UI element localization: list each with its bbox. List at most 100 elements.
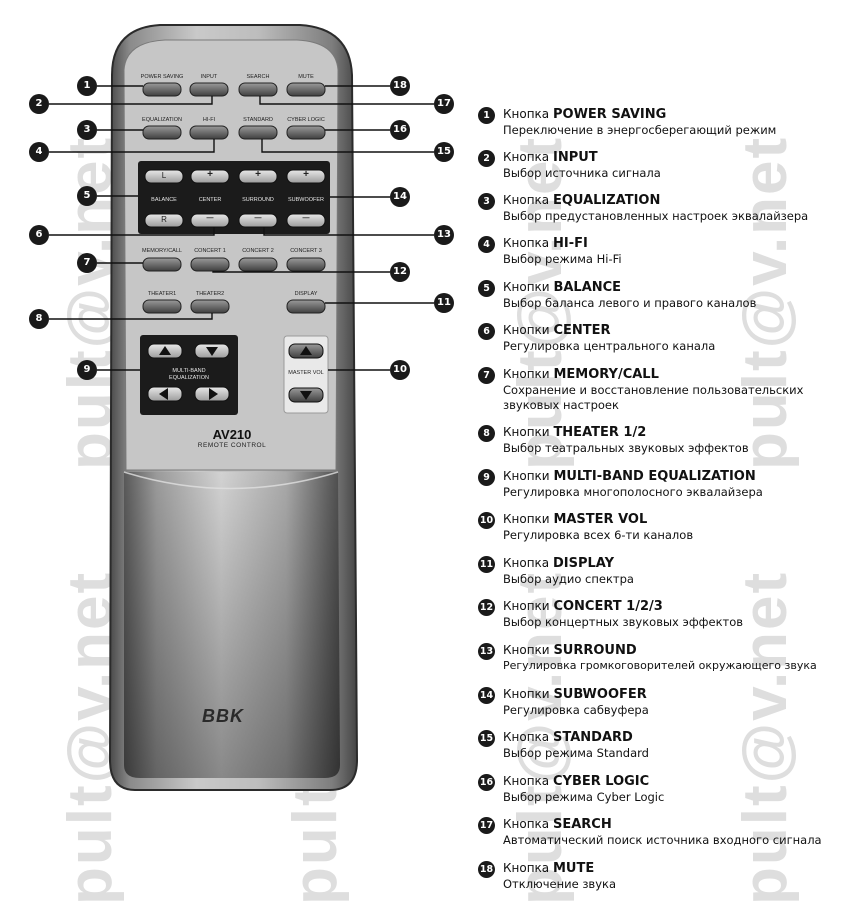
legend-key: MASTER VOL xyxy=(553,512,648,527)
legend-title: Кнопка MUTE xyxy=(503,860,594,877)
callout-1: 1 xyxy=(77,76,97,96)
callout-11: 11 xyxy=(434,293,454,313)
legend-item: 14 Кнопки SUBWOOFER Регулировка сабвуфер… xyxy=(478,686,858,728)
legend-key: CYBER LOGIC xyxy=(552,774,650,789)
callout-3: 3 xyxy=(77,120,97,140)
legend-prefix: Кнопки xyxy=(503,367,550,381)
legend-item: 11 Кнопка DISPLAY Выбор аудио спектра xyxy=(478,555,858,597)
label-minus: — xyxy=(302,215,310,222)
legend-desc: Отключение звука xyxy=(503,877,617,891)
arrow-right-icon xyxy=(209,388,218,400)
legend-key: HI-FI xyxy=(552,236,588,251)
legend-desc: Автоматический поиск источника входного … xyxy=(503,833,822,847)
label-balance: BALANCE xyxy=(151,197,177,203)
legend-key: SEARCH xyxy=(552,817,612,832)
legend-item: 16 Кнопка CYBER LOGIC Выбор режима Cyber… xyxy=(478,773,858,815)
label-btn-r: R xyxy=(161,215,167,224)
concert2-button xyxy=(238,257,278,272)
legend-prefix: Кнопка xyxy=(503,193,550,207)
callout-13: 13 xyxy=(434,225,454,245)
legend-title: Кнопка HI-FI xyxy=(503,235,588,252)
label-concert1: CONCERT 1 xyxy=(194,248,226,254)
label-equalization: EQUALIZATION xyxy=(142,117,182,123)
callout-17: 17 xyxy=(434,94,454,114)
legend-number: 3 xyxy=(478,193,495,210)
subwoofer-plus-button xyxy=(286,169,326,184)
legend-item: 7 Кнопки MEMORY/CALL Сохранение и восста… xyxy=(478,366,858,424)
concert1-button xyxy=(190,257,230,272)
legend-key: INPUT xyxy=(552,150,598,165)
legend-item: 9 Кнопки MULTI-BAND EQUALIZATION Регулир… xyxy=(478,468,858,510)
label-btn-l: L xyxy=(161,171,167,180)
legend-number: 10 xyxy=(478,512,495,529)
legend-number: 13 xyxy=(478,643,495,660)
legend-prefix: Кнопки xyxy=(503,425,550,439)
legend-desc: Переключение в энергосберегающий режим xyxy=(503,123,777,137)
legend-title: Кнопка EQUALIZATION xyxy=(503,192,660,209)
arrow-left-icon xyxy=(159,388,168,400)
callout-5: 5 xyxy=(77,186,97,206)
remote-model: AV210 xyxy=(212,427,252,442)
legend-number: 1 xyxy=(478,107,495,124)
label-plus: + xyxy=(303,169,309,180)
standard-button xyxy=(238,125,278,140)
cyber-logic-button xyxy=(286,125,326,140)
legend-title: Кнопка CYBER LOGIC xyxy=(503,773,649,790)
concert3-button xyxy=(286,257,326,272)
legend-item: 18 Кнопка MUTE Отключение звука xyxy=(478,860,858,902)
legend-prefix: Кнопка xyxy=(503,774,550,788)
legend-title: Кнопки MULTI-BAND EQUALIZATION xyxy=(503,468,756,485)
legend-number: 5 xyxy=(478,280,495,297)
equalization-button xyxy=(142,125,182,140)
legend-desc: Регулировка многополосного эквалайзера xyxy=(503,485,763,499)
legend-key: CONCERT 1/2/3 xyxy=(553,599,663,614)
legend-key: THEATER 1/2 xyxy=(553,425,647,440)
legend-prefix: Кнопки xyxy=(503,280,550,294)
legend-title: Кнопки CONCERT 1/2/3 xyxy=(503,598,663,615)
legend-item: 10 Кнопки MASTER VOL Регулировка всех 6-… xyxy=(478,511,858,553)
label-surround: SURROUND xyxy=(242,197,274,203)
legend-prefix: Кнопки xyxy=(503,599,550,613)
legend-key: SUBWOOFER xyxy=(553,687,647,702)
legend-prefix: Кнопка xyxy=(503,150,550,164)
legend-desc: Выбор аудио спектра xyxy=(503,572,634,586)
legend-number: 6 xyxy=(478,323,495,340)
legend-prefix: Кнопка xyxy=(503,107,550,121)
label-theater1: THEATER1 xyxy=(147,291,177,297)
legend-item: 6 Кнопки CENTER Регулировка центрального… xyxy=(478,322,858,364)
legend-prefix: Кнопки xyxy=(503,643,550,657)
legend-key: STANDARD xyxy=(552,730,633,745)
legend-desc: Выбор концертных звуковых эффектов xyxy=(503,615,744,629)
legend-key: POWER SAVING xyxy=(552,107,667,122)
legend-desc: Регулировка громкоговорителей окружающег… xyxy=(503,659,817,672)
callout-2: 2 xyxy=(29,94,49,114)
balance-r-button xyxy=(144,213,184,228)
callout-18: 18 xyxy=(390,76,410,96)
legend-title: Кнопки CENTER xyxy=(503,322,611,339)
arrow-down-icon xyxy=(206,347,218,356)
theater1-button xyxy=(142,299,182,314)
label-multiband-eq: EQUALIZATION xyxy=(169,375,209,381)
callout-14: 14 xyxy=(390,187,410,207)
center-minus-button xyxy=(190,213,230,228)
callout-8: 8 xyxy=(29,309,49,329)
legend-item: 2 Кнопка INPUT Выбор источника сигнала xyxy=(478,149,858,191)
brand-logo: BBK xyxy=(202,706,244,726)
mute-button xyxy=(286,82,326,97)
callout-4: 4 xyxy=(29,142,49,162)
label-cyber-logic: CYBER LOGIC xyxy=(287,117,325,123)
legend-title: Кнопки BALANCE xyxy=(503,279,621,296)
legend-key: SURROUND xyxy=(553,643,637,658)
legend-desc: Выбор театральных звуковых эффектов xyxy=(503,441,749,455)
legend-key: MUTE xyxy=(552,861,595,876)
legend-prefix: Кнопки xyxy=(503,469,550,483)
legend-title: Кнопки THEATER 1/2 xyxy=(503,424,646,441)
legend-desc: Регулировка всех 6-ти каналов xyxy=(503,528,694,542)
legend-number: 7 xyxy=(478,367,495,384)
label-input: INPUT xyxy=(200,74,218,80)
label-hifi: HI-FI xyxy=(202,117,216,123)
power-saving-button xyxy=(142,82,182,97)
legend-item: 12 Кнопки CONCERT 1/2/3 Выбор концертных… xyxy=(478,598,858,640)
callout-7: 7 xyxy=(77,253,97,273)
legend-title: Кнопка STANDARD xyxy=(503,729,633,746)
